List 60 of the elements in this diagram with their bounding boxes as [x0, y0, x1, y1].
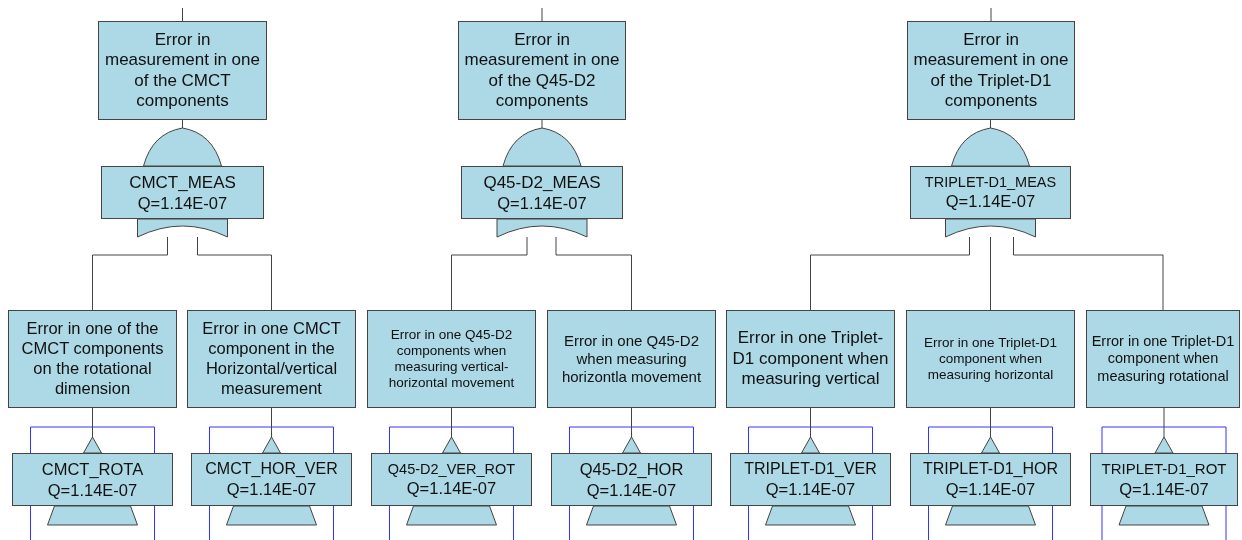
gate-name: TRIPLET-D1_VER [744, 459, 877, 480]
probability-value: Q=1.14E-07 [586, 479, 677, 501]
probability-value: Q=1.14E-07 [765, 479, 856, 500]
event-box [547, 310, 716, 408]
gate-name: Q45-D2_MEAS [483, 171, 601, 193]
connector-line [810, 407, 811, 438]
event-box [458, 21, 626, 120]
connector-line [555, 236, 632, 311]
gate-name: TRIPLET-D1_HOR [922, 459, 1059, 480]
connector-line [197, 236, 272, 311]
probability-value: Q=1.14E-07 [226, 479, 317, 500]
event-text: Error in measurement in one of the Q45-D2 components [463, 29, 621, 112]
event-box [367, 310, 536, 408]
gate-name: CMCT_ROTA [41, 458, 144, 480]
connector-line [990, 119, 991, 129]
connector-line [92, 236, 168, 311]
event-text: Error in one Q45-D2 components when measuring vertical-horizontal movement [387, 326, 516, 392]
probability-value: Q=1.14E-07 [1119, 478, 1209, 500]
gate-name: CMCT_MEAS [129, 171, 236, 193]
connector-line [1163, 407, 1165, 438]
probability-value: Q=1.14E-07 [137, 192, 228, 214]
probability-value: Q=1.14E-07 [945, 479, 1036, 500]
event-text: Error in one CMCT component in the Horizontal/vertical measurement [201, 319, 342, 399]
gate-name: TRIPLET-D1_ROT [1101, 459, 1227, 479]
event-box [8, 310, 177, 408]
event-text: Error in one Q45-D2 when measuring horizontla movement [560, 332, 703, 386]
connector-line [1013, 236, 1164, 311]
probability-value: Q=1.14E-07 [497, 192, 587, 214]
connector-line [990, 236, 991, 311]
connector-line [271, 407, 272, 438]
event-box [187, 310, 356, 408]
connector-line [990, 7, 992, 22]
event-box [906, 310, 1075, 408]
event-box [98, 21, 267, 120]
probability-value: Q=1.14E-07 [47, 479, 138, 501]
gate-name: Q45-D2_VER_ROT [387, 460, 516, 479]
connector-line [541, 7, 543, 22]
connector-line [810, 236, 970, 311]
connector-line [92, 407, 93, 438]
gate-name: TRIPLET-D1_MEAS [924, 173, 1057, 192]
event-box [1086, 310, 1240, 408]
connector-line [182, 119, 183, 129]
gate-name: Q45-D2_HOR [579, 458, 684, 480]
connector-line [541, 119, 543, 129]
probability-value: Q=1.14E-07 [945, 191, 1036, 212]
event-text: Error in measurement in one of the CMCT components [104, 29, 261, 112]
event-text: Error in one Triplet-D1 component when measuring vertical [731, 328, 890, 390]
event-box [907, 21, 1075, 120]
gate-name: CMCT_HOR_VER [205, 459, 338, 480]
connector-line [631, 407, 632, 438]
event-box [726, 310, 895, 408]
connector-line [451, 407, 452, 438]
connector-line [182, 7, 183, 22]
connector-line [451, 236, 528, 311]
event-text: Error in one of the CMCT components on the rotational dimension [20, 319, 165, 399]
event-text: Error in measurement in one of the Triplet-D1 components [912, 29, 1070, 112]
event-text: Error in one Triplet-D1 component when measuring rotational [1090, 332, 1236, 386]
probability-value: Q=1.14E-07 [406, 478, 497, 499]
event-text: Error in one Triplet-D1 component when measuring horizontal [923, 334, 1058, 384]
connector-line [990, 407, 991, 438]
